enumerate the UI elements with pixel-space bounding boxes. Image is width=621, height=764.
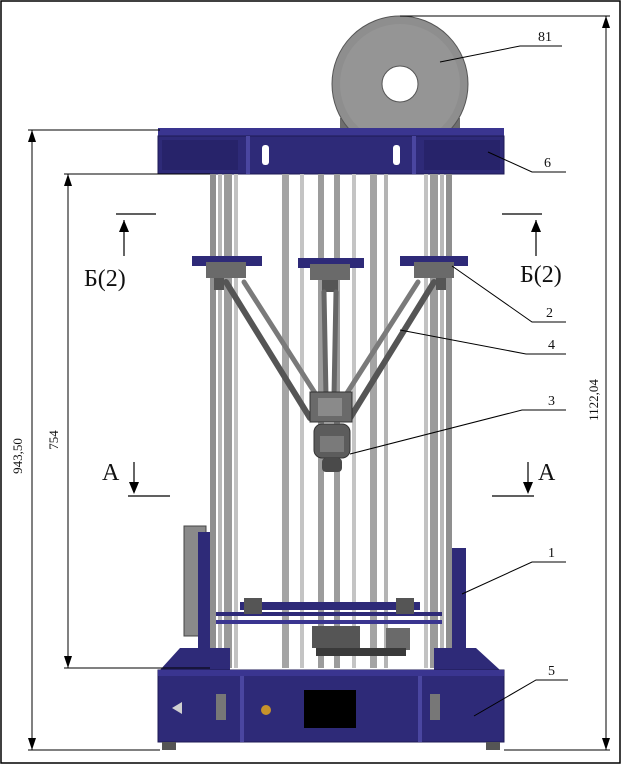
leader-lines	[349, 45, 568, 717]
section-label-b-left: Б(2)	[84, 266, 126, 292]
callout-6: 6	[544, 156, 551, 171]
delta-arms	[223, 279, 437, 421]
filament-spool	[331, 15, 469, 153]
dimension-column-height: 754	[46, 430, 61, 450]
callout-5: 5	[548, 664, 555, 679]
callout-4: 4	[548, 338, 555, 353]
callout-81: 81	[538, 30, 552, 45]
section-label-a-right: А	[538, 460, 556, 486]
dimension-arrows	[28, 16, 610, 750]
dimension-frame-height: 943,50	[10, 438, 25, 474]
section-label-b-right: Б(2)	[520, 262, 562, 288]
callout-3: 3	[548, 394, 555, 409]
top-frame	[157, 128, 505, 175]
section-arrow-heads	[119, 220, 541, 494]
carriages	[192, 256, 468, 292]
section-label-a-left: А	[102, 460, 120, 486]
effector-hotend	[309, 391, 353, 472]
base-frame	[157, 648, 505, 750]
callout-1: 1	[548, 546, 555, 561]
callout-2: 2	[546, 306, 553, 321]
dimension-overall-height: 1122,04	[586, 379, 601, 421]
side-panels	[183, 525, 466, 666]
dimension-lines	[28, 15, 610, 751]
bed-assembly	[216, 598, 442, 656]
